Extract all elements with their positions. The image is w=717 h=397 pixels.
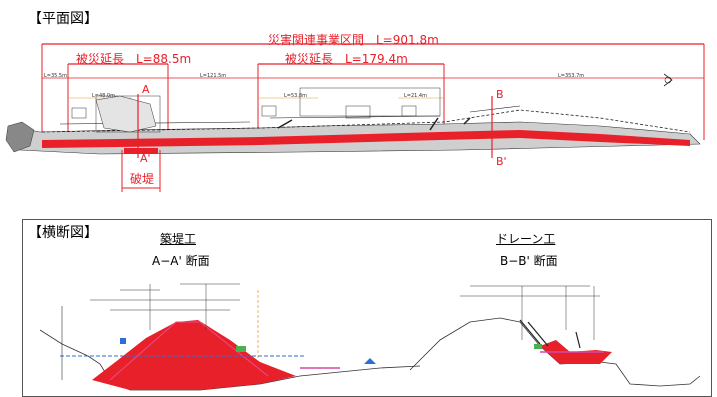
damage-length-1-label: 被災延長 L=88.5m xyxy=(76,52,192,66)
levee-cross-section xyxy=(92,320,296,390)
dist-label: L=48.0m xyxy=(92,93,115,99)
section-a-prime-marker: A' xyxy=(140,152,151,165)
damage-length-2-label: 被災延長 L=179.4m xyxy=(285,52,408,66)
dist-label: L=21.4m xyxy=(404,93,427,99)
section-b-marker: B xyxy=(496,88,504,101)
breach-label: 破堤 xyxy=(130,172,155,186)
cross-section-panel xyxy=(22,219,712,397)
dist-label: L=35.5m xyxy=(44,73,67,79)
total-interval-label: 災害関連事業区間 L=901.8m xyxy=(268,33,439,47)
section-a-marker: A xyxy=(142,83,150,96)
section-a-subtitle: A−A' 断面 xyxy=(152,254,210,268)
dist-label: L=53.8m xyxy=(284,93,307,99)
drain-work-heading: ドレーン工 xyxy=(496,232,556,246)
section-b-subtitle: B−B' 断面 xyxy=(500,254,558,268)
dist-label: L=121.5m xyxy=(200,73,227,79)
section-b-prime-marker: B' xyxy=(496,155,507,168)
cross-section-title: 【横断図】 xyxy=(28,225,98,241)
plan-title: 【平面図】 xyxy=(28,11,98,27)
dist-label: L=353.7m xyxy=(558,73,585,79)
levee-red-band xyxy=(42,130,690,148)
levee-work-heading: 築堤工 xyxy=(160,232,197,246)
